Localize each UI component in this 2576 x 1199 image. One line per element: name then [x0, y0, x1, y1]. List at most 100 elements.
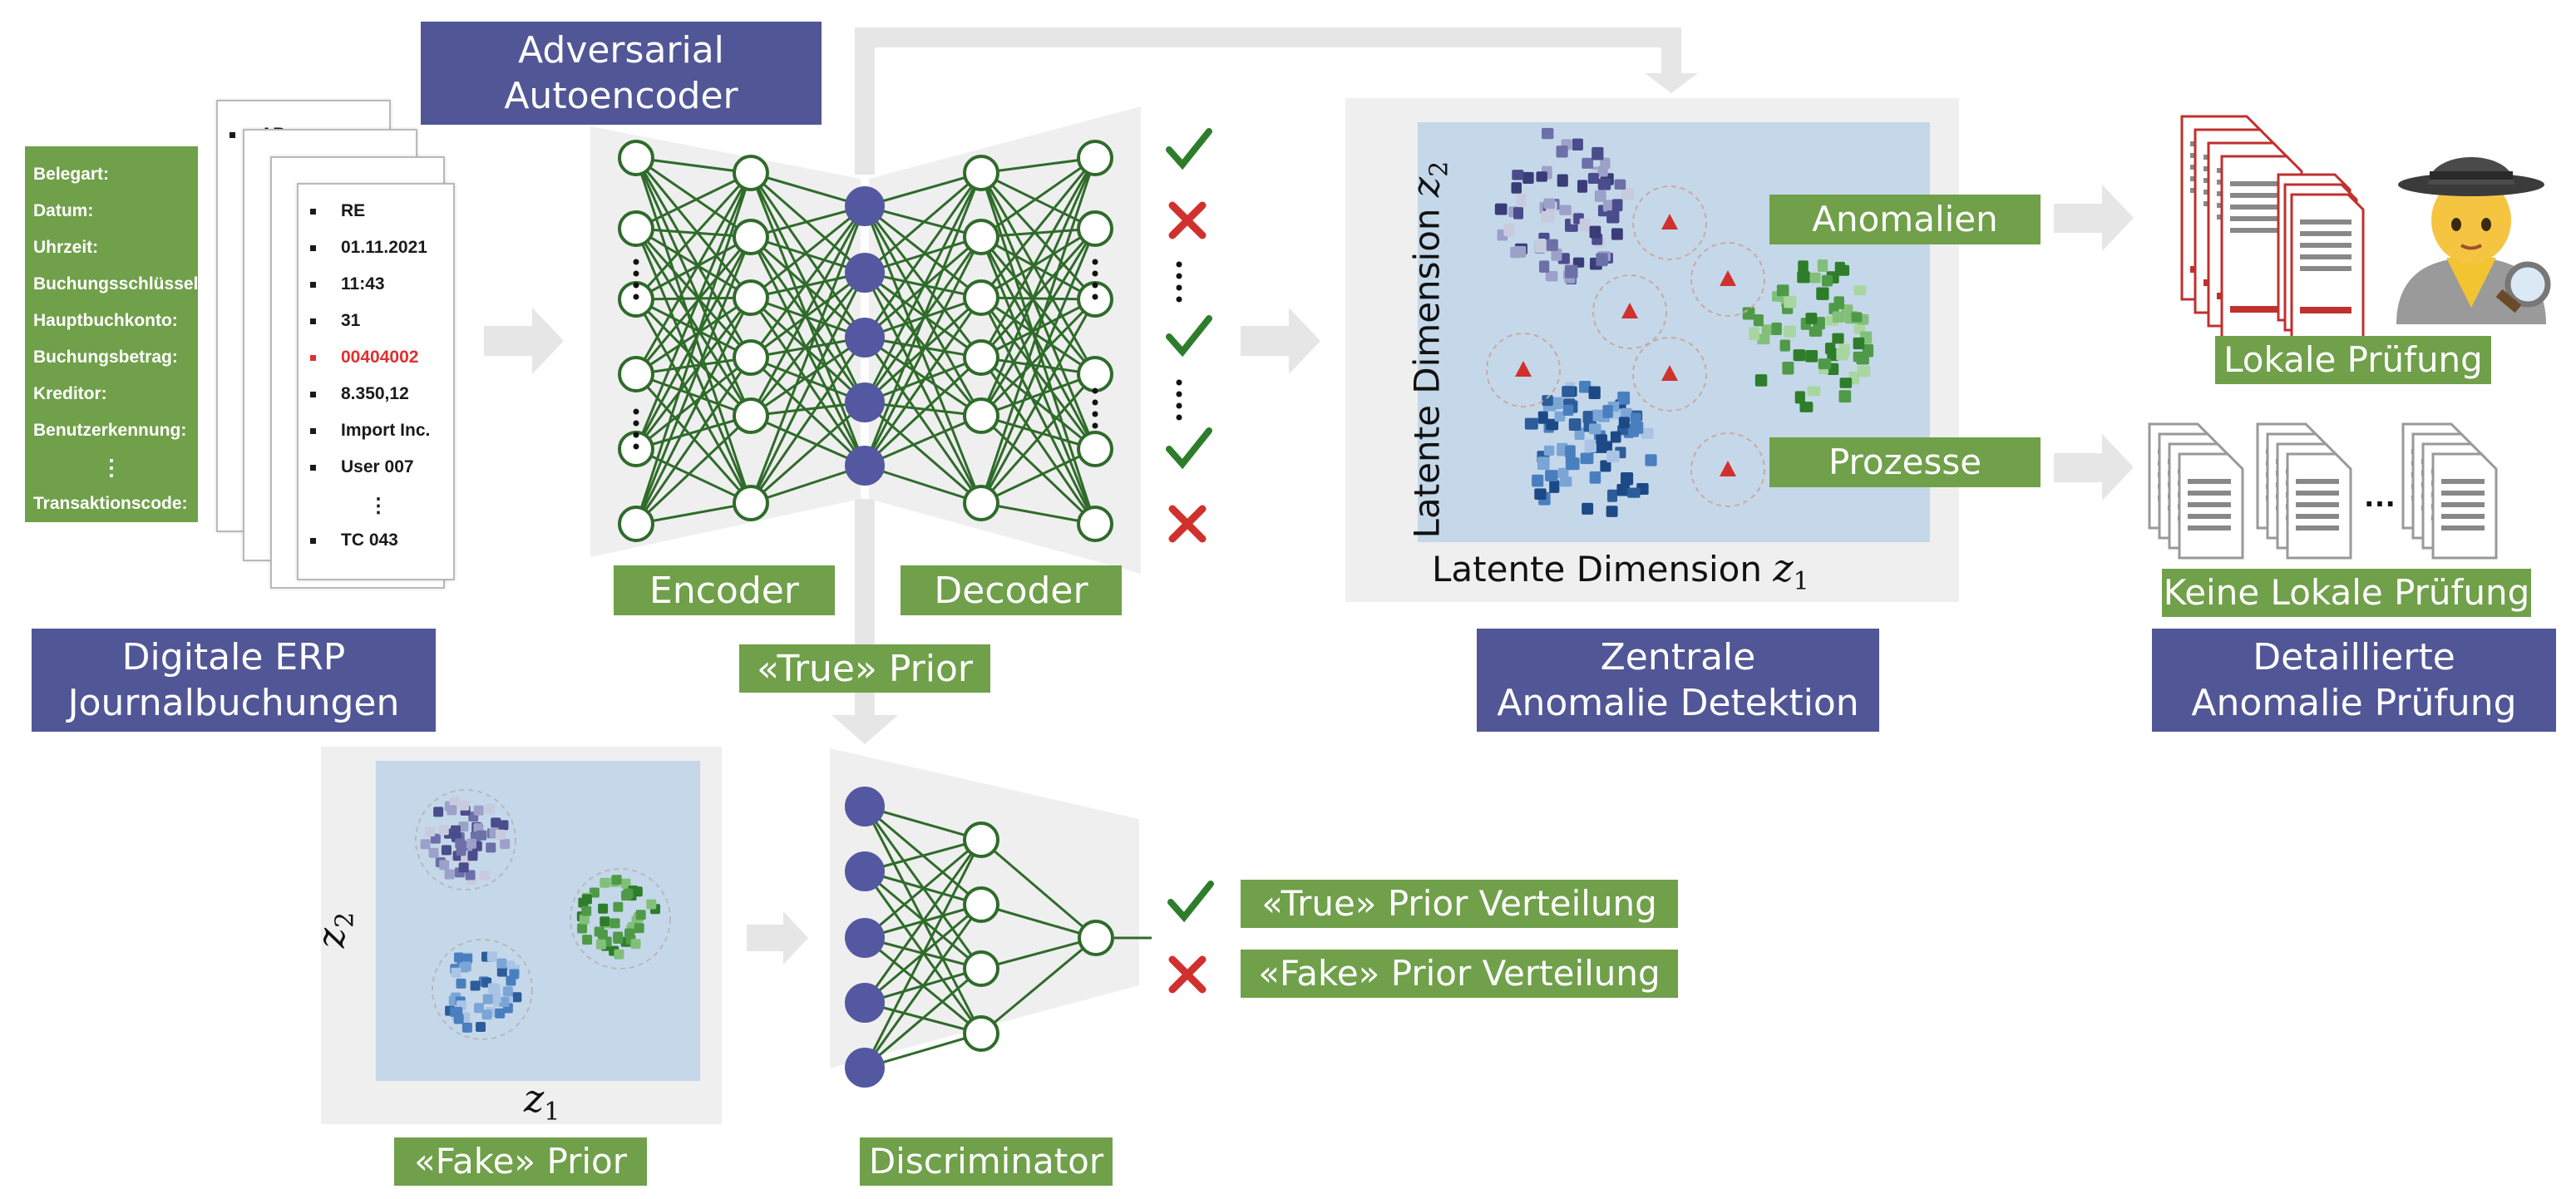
ellipsis-dot: [1176, 261, 1182, 268]
cluster-point-purple: [1503, 223, 1515, 237]
cluster-point-purple: [1546, 239, 1558, 251]
cluster-point-purple: [1541, 210, 1555, 223]
cluster-point-blue: [1618, 417, 1630, 429]
prior-point-purple: [444, 869, 455, 880]
prior-point-purple: [495, 829, 506, 840]
prior-point-green: [620, 878, 631, 889]
latent-node-1: [845, 253, 885, 293]
cluster-point-blue: [1616, 484, 1631, 496]
prior-scatter: [415, 789, 671, 1040]
prior-point-purple: [456, 846, 466, 856]
prior-point-green: [613, 901, 624, 912]
document-value-0: RE: [310, 201, 365, 221]
prior-point-blue: [476, 1022, 486, 1033]
process-document-0-3: [2178, 452, 2244, 560]
cluster-point-blue: [1565, 445, 1576, 459]
cluster-point-green: [1783, 325, 1796, 338]
ellipsis-dot: [1176, 402, 1182, 409]
cluster-point-blue: [1524, 417, 1538, 430]
ellipsis-dot: [1092, 399, 1098, 406]
cluster-point-blue: [1588, 386, 1601, 400]
encoder-input-node-5: [618, 506, 654, 542]
erp-field-7: Benutzerkennung:: [33, 421, 187, 440]
processes-label: Prozesse: [1769, 437, 2041, 487]
ellipsis-dot: [633, 420, 639, 427]
cluster-point-blue: [1543, 445, 1555, 456]
cluster-point-green: [1827, 348, 1839, 362]
ellipsis-dot: [1092, 270, 1098, 277]
cluster-point-blue: [1559, 476, 1572, 487]
prior-point-green: [581, 905, 592, 916]
ellipsis-dot: [1092, 422, 1098, 429]
cluster-point-blue: [1584, 439, 1596, 453]
cluster-point-purple: [1557, 174, 1568, 187]
decoder-output-node-4: [1077, 431, 1113, 467]
prior-point-purple: [459, 800, 470, 811]
anomaly-circle-0: [1632, 185, 1707, 260]
latent-x-axis-label: Latente Dimension z1: [1432, 545, 1809, 597]
decoder-output-node-0: [1077, 140, 1113, 176]
cluster-point-green: [1805, 313, 1818, 324]
encoder-label: Encoder: [614, 565, 835, 615]
document-value-8: ⋮: [368, 495, 388, 517]
prior-point-green: [634, 923, 644, 934]
prior-point-green: [594, 926, 605, 937]
prior-point-purple: [467, 851, 478, 861]
ellipsis-dot: [1176, 284, 1182, 291]
true-prior-distribution-label: «True» Prior Verteilung: [1241, 880, 1678, 928]
cluster-point-green: [1807, 386, 1821, 397]
cluster-point-green: [1754, 374, 1768, 387]
discriminator-input-node-4: [845, 1048, 885, 1088]
arrow-processes: [2054, 434, 2134, 501]
decoder-output-cross-4: [1168, 505, 1207, 543]
process-docs-ellipsis: …: [2363, 477, 2396, 514]
cluster-point-green: [1857, 365, 1871, 377]
anomaly-marker-4: [1661, 365, 1678, 381]
decoder-hidden-node-5: [963, 485, 999, 521]
erp-field-2: Uhrzeit:: [33, 238, 99, 257]
cluster-point-green: [1793, 349, 1806, 362]
prior-point-green: [646, 899, 657, 910]
prior-point-blue: [481, 1009, 492, 1020]
encoder-shape: [590, 126, 861, 557]
arrow-decoder-to-latent: [1241, 308, 1320, 374]
cluster-point-blue: [1601, 441, 1613, 453]
anomaly-marker-5: [1720, 461, 1736, 476]
prior-point-green: [598, 903, 609, 914]
prior-point-green: [621, 891, 632, 901]
cluster-point-blue: [1602, 405, 1613, 418]
ellipsis-dot: [1092, 282, 1098, 289]
cluster-point-blue: [1546, 418, 1559, 431]
ellipsis-dot: [633, 408, 639, 415]
document-value-1: 01.11.2021: [310, 238, 427, 258]
anomaly-circle-4: [1632, 337, 1707, 412]
cluster-point-purple: [1511, 182, 1522, 194]
prior-point-blue: [502, 986, 513, 997]
cluster-point-green: [1832, 311, 1845, 323]
ellipsis-dot: [1092, 411, 1098, 417]
erp-field-3: Buchungsschlüssel:: [33, 274, 205, 294]
erp-field-0: Belegart:: [33, 165, 110, 184]
encoder-hidden-node-4: [733, 397, 769, 434]
ellipsis-dot: [633, 282, 639, 289]
decoder-hidden-node-0: [963, 155, 999, 191]
cluster-point-green: [1821, 274, 1833, 287]
cluster-point-blue: [1580, 452, 1594, 465]
cluster-point-purple: [1534, 239, 1548, 254]
cluster-point-purple: [1589, 225, 1601, 239]
prior-point-blue: [461, 1022, 472, 1033]
cluster-point-green: [1805, 350, 1818, 363]
arrow-erp-to-encoder: [484, 308, 564, 374]
cluster-point-purple: [1621, 187, 1634, 200]
true-prior-arrowhead: [832, 715, 898, 744]
discriminator-hidden-node-1: [963, 886, 999, 923]
erp-field-9: Transaktionscode:: [33, 494, 188, 513]
cluster-point-blue: [1537, 456, 1550, 471]
prior-point-blue: [496, 966, 507, 977]
prior-point-purple: [486, 842, 496, 853]
discriminator-hidden-node-2: [963, 950, 999, 987]
discriminator-connections: [863, 805, 1152, 1069]
cluster-point-blue: [1606, 506, 1618, 517]
